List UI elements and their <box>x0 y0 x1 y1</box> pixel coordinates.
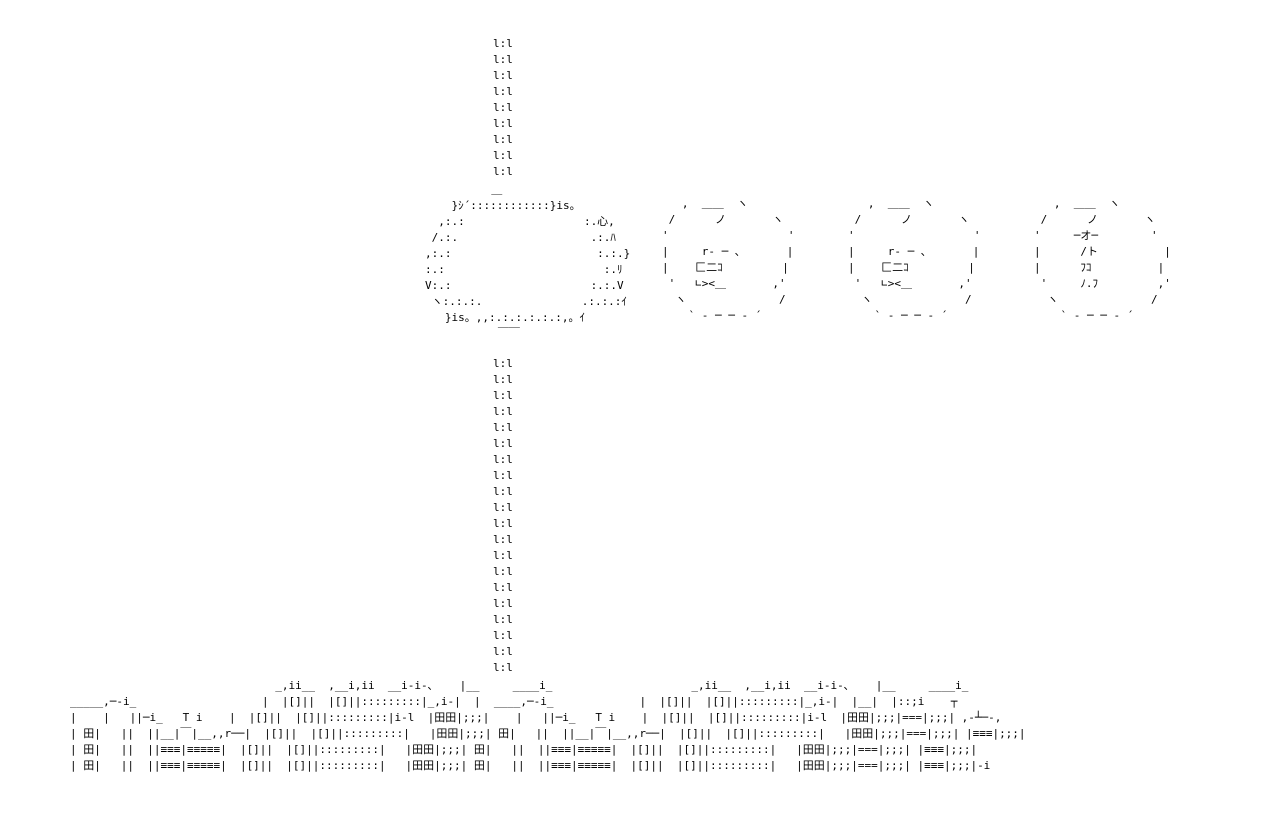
tower-pole-lower: l:l l:l l:l l:l l:l l:l l:l l:l l:l l:l … <box>493 357 513 674</box>
sound-effect-circle-1: , ＿＿ ヽ / ノ ヽ ' ' | r‐ ─ ､ | | 匚二ｺ | ' ∟>… <box>662 197 795 322</box>
tower-pole-upper: l:l l:l l:l l:l l:l l:l l:l l:l l:l <box>493 37 513 178</box>
sound-effect-circle-3: , ＿＿ ヽ / ノ ヽ ' ─オ─ ' | /ト | | ﾌｺ | ' ﾉ.ﾌ… <box>1034 197 1171 322</box>
tower-observation-globe: ＿ }ｼ´::::::::::::}is。 ,:.: :.心, /.:. .:.… <box>425 183 631 340</box>
sound-effect-circle-2: , ＿＿ ヽ / ノ ヽ ' ' | r‐ ─ ､ | | 匚二ｺ | ' ∟>… <box>848 197 981 322</box>
city-skyline: _,ii__ ,__i,ii __i‐i‐､ |__ ____i_ _,ii__… <box>70 679 1026 772</box>
